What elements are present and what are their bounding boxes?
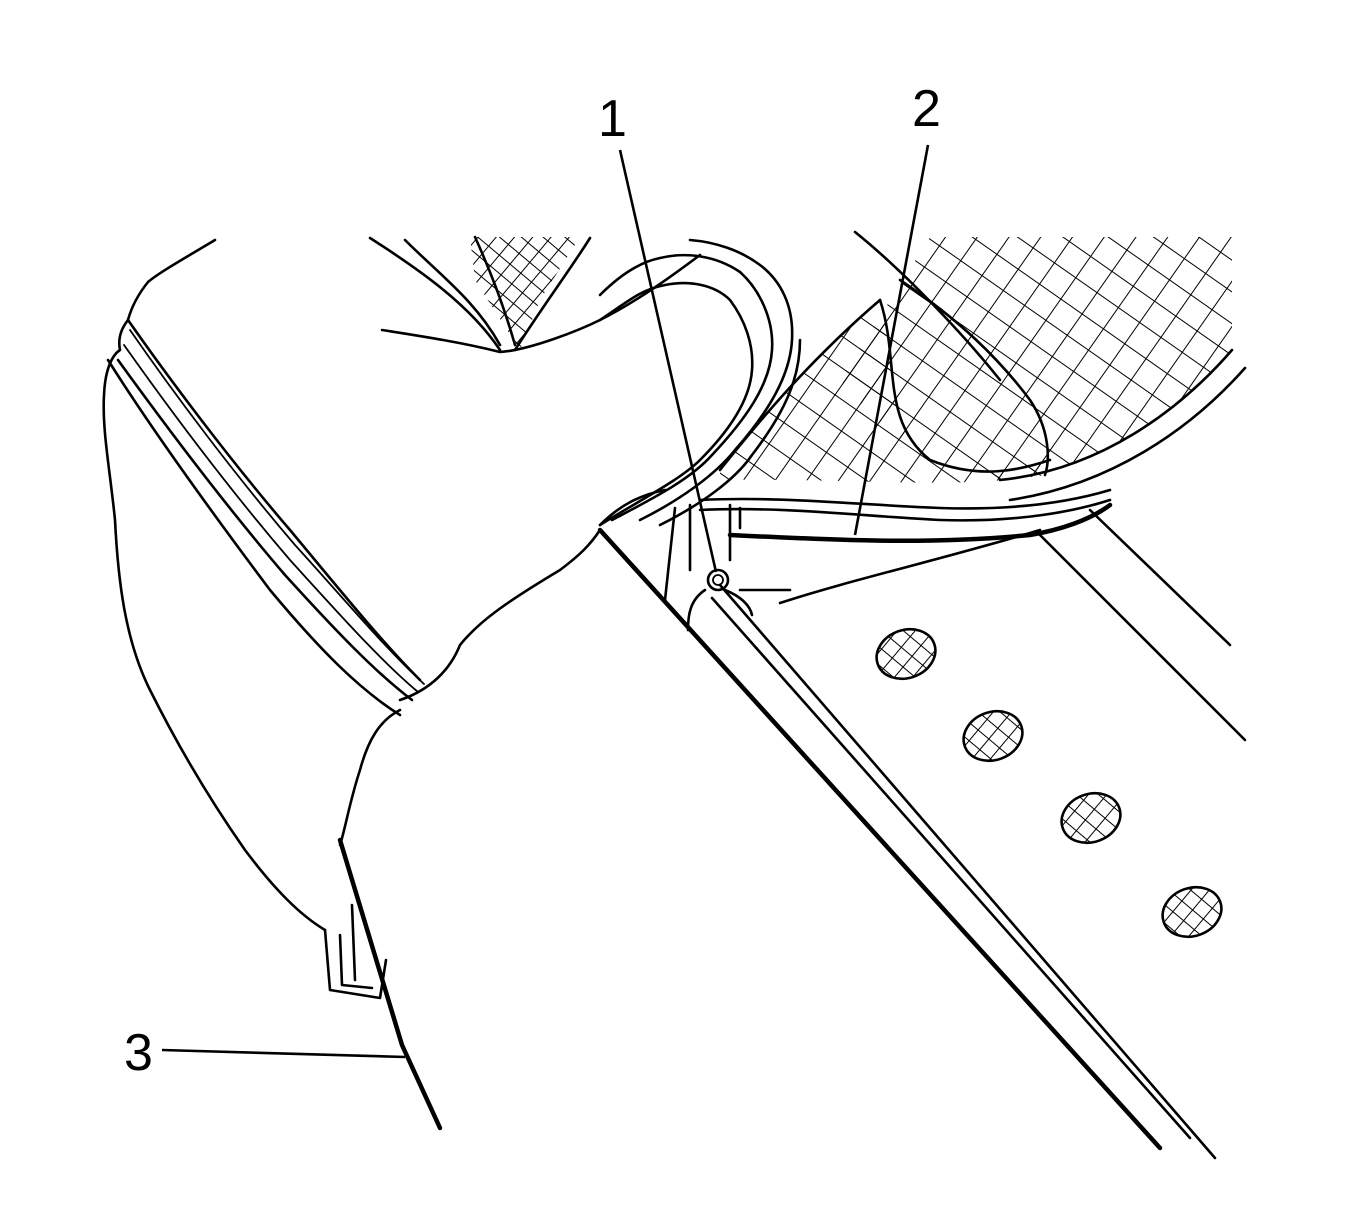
callout-1: 1: [598, 90, 627, 148]
leader-line-2: [853, 144, 930, 536]
belt-guide-loop: [598, 238, 802, 527]
seat-bolster: [102, 238, 425, 1000]
seat-cushion-top: [368, 235, 702, 354]
leader-line-1: [618, 149, 718, 573]
seat-back-mesh: [718, 230, 1247, 502]
callout-2: 2: [912, 80, 941, 138]
callout-3: 3: [124, 1024, 153, 1082]
callout-leaders: [161, 144, 930, 1059]
leader-line-3: [161, 1048, 406, 1059]
trim-panel: [337, 488, 1247, 1160]
